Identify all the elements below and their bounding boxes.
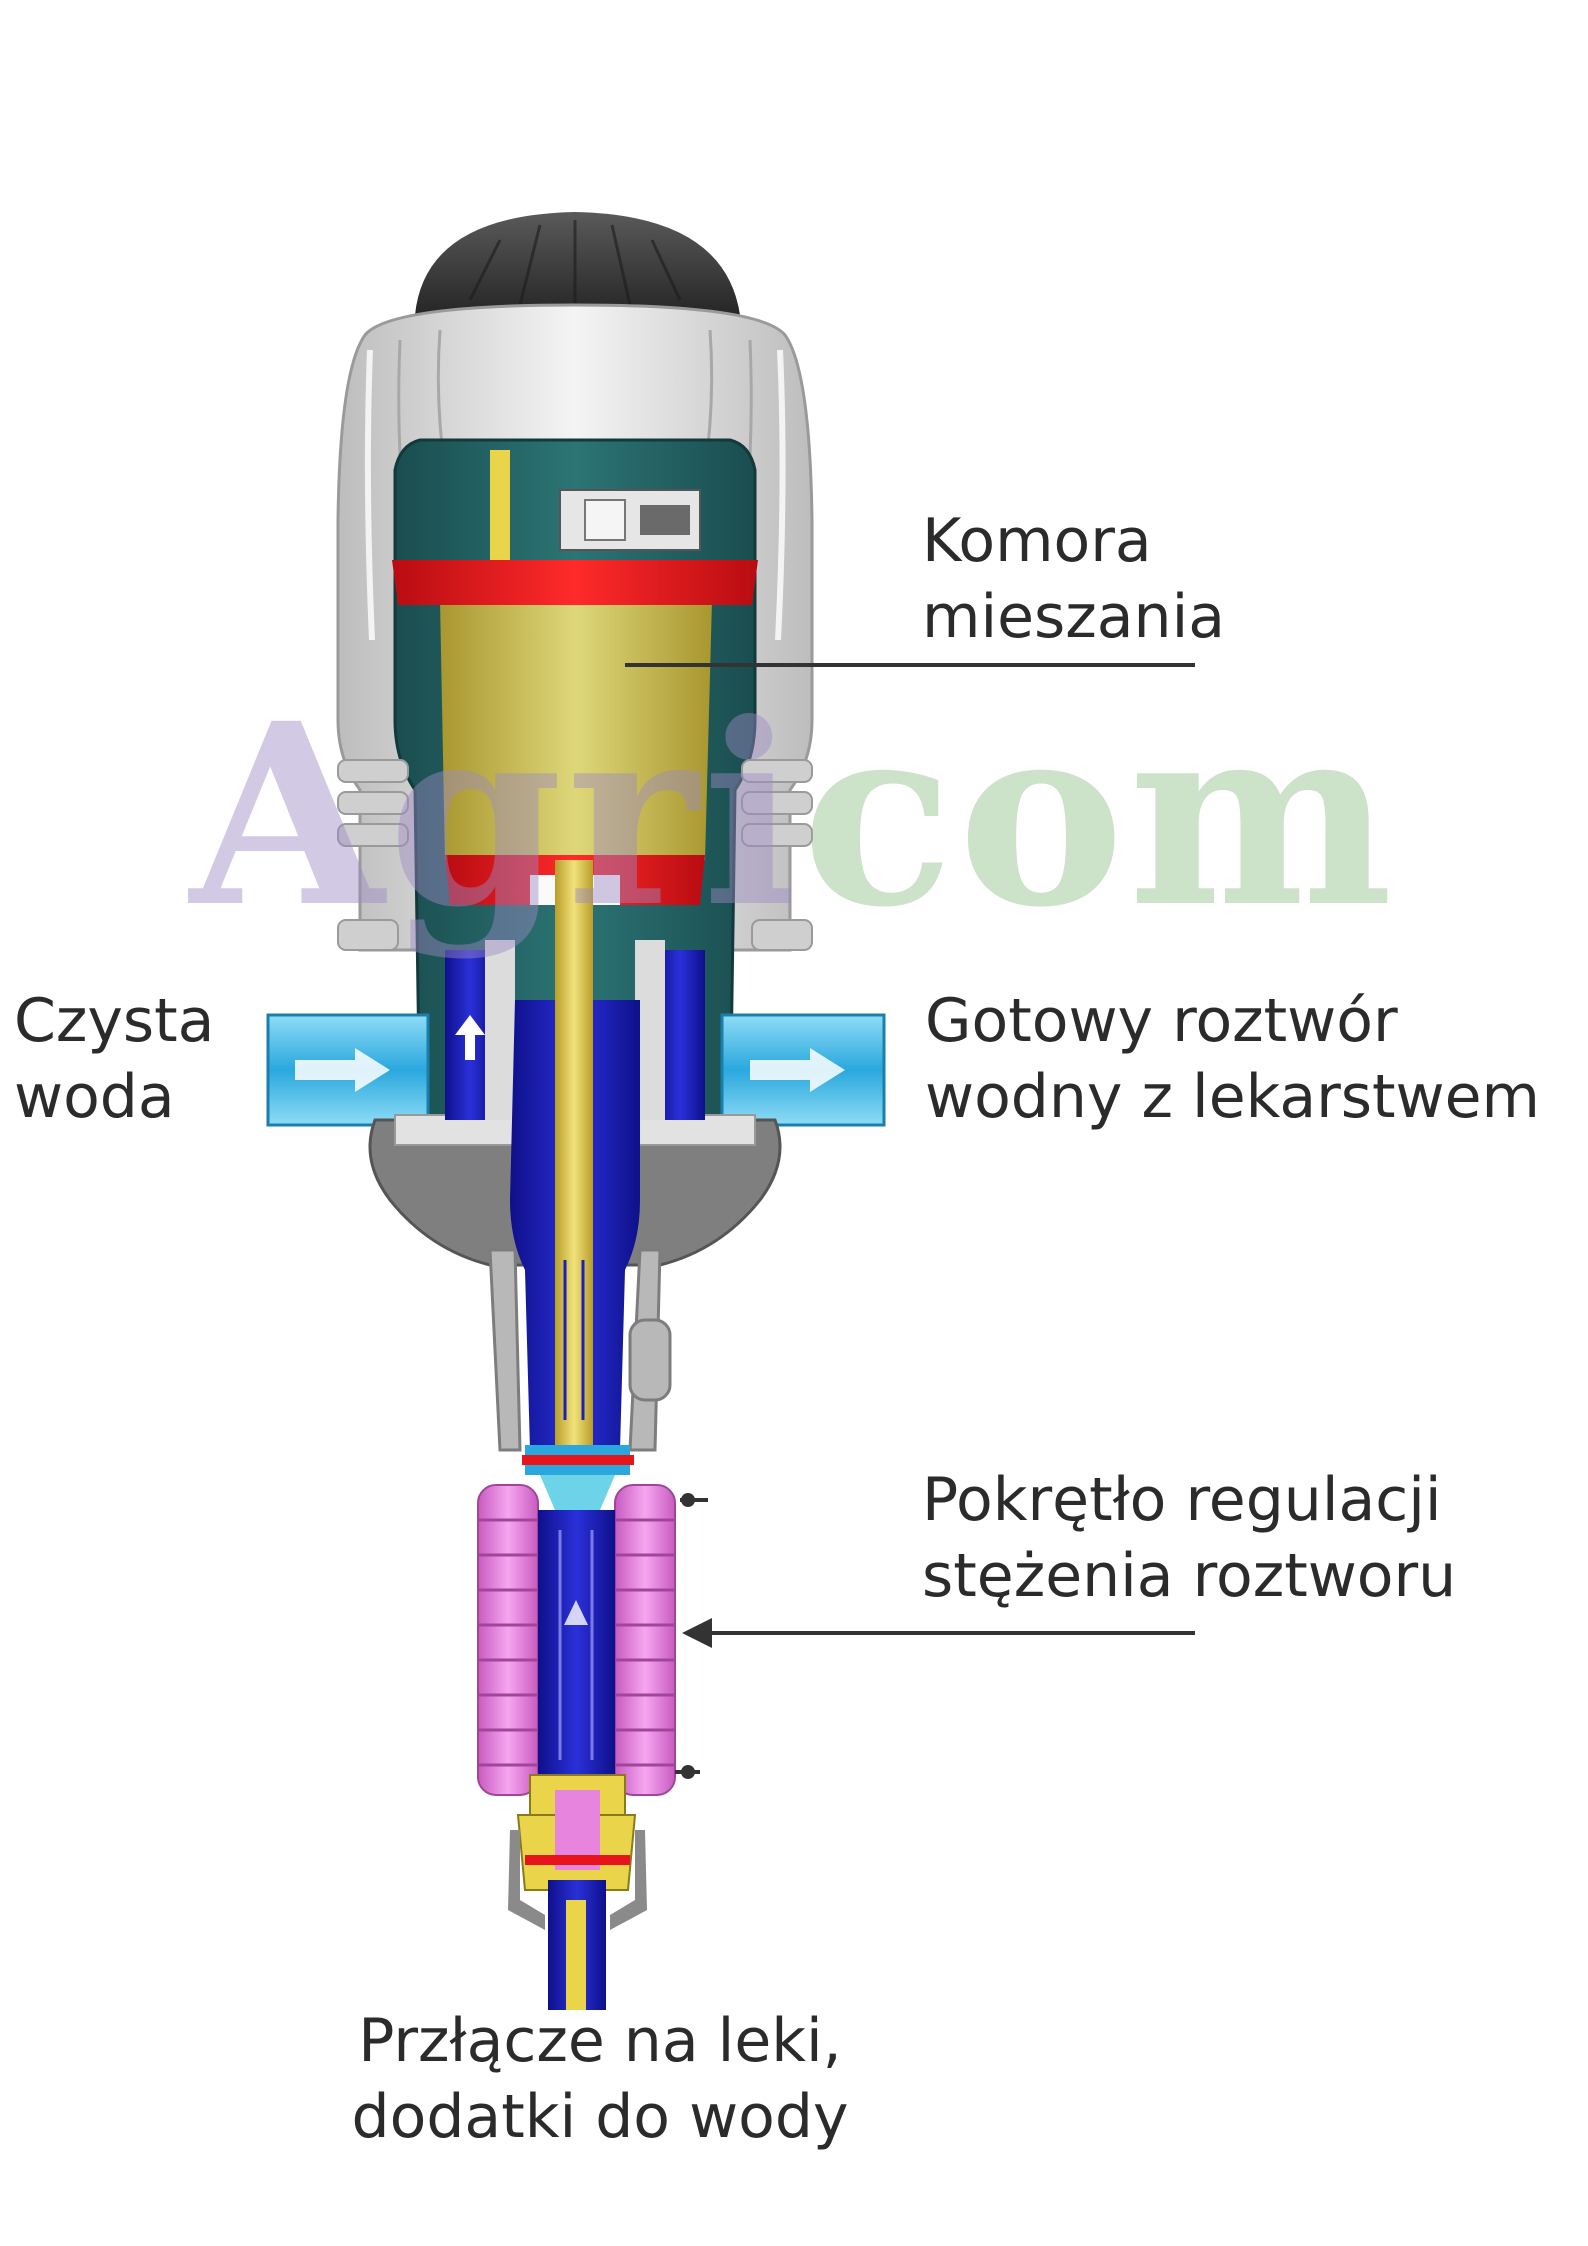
label-dosage-knob: Pokrętło regulacji stężenia roztworu bbox=[922, 1462, 1456, 1614]
dosage-adjustment-knob bbox=[477, 1484, 708, 1796]
watermark: Agricom bbox=[190, 690, 1397, 940]
top-cap bbox=[415, 212, 740, 315]
label-line: dodatki do wody bbox=[351, 2082, 849, 2152]
check-valve bbox=[522, 1445, 634, 1510]
central-shaft bbox=[510, 860, 640, 1460]
label-line: Gotowy roztwór bbox=[925, 986, 1398, 1056]
inlet-pipe bbox=[266, 1013, 430, 1127]
label-medicine-connector: Przłącze na leki, dodatki do wody bbox=[300, 2003, 900, 2155]
label-line: mieszania bbox=[922, 582, 1226, 652]
label-line: wodny z lekarstwem bbox=[925, 1062, 1540, 1132]
label-clean-water: Czysta woda bbox=[14, 983, 214, 1135]
medicine-connector bbox=[508, 1774, 647, 2010]
arrow-head-icon bbox=[682, 1618, 712, 1648]
outlet-pipe bbox=[720, 1013, 886, 1127]
label-line: Komora bbox=[922, 506, 1152, 576]
label-ready-solution: Gotowy roztwór wodny z lekarstwem bbox=[925, 983, 1540, 1135]
leader-lines bbox=[625, 663, 1195, 1635]
label-line: woda bbox=[14, 1062, 175, 1132]
stem-shell bbox=[488, 1248, 672, 1452]
label-line: Czysta bbox=[14, 986, 215, 1056]
label-line: stężenia roztworu bbox=[922, 1541, 1457, 1611]
label-line: Pokrętło regulacji bbox=[922, 1465, 1442, 1535]
housing-fins bbox=[337, 759, 813, 951]
upper-red-ring bbox=[392, 560, 758, 605]
watermark-part2: com bbox=[801, 668, 1397, 962]
flow-channels bbox=[445, 940, 705, 1120]
label-line: Przłącze na leki, bbox=[358, 2006, 842, 2076]
watermark-part1: Agri bbox=[190, 668, 802, 962]
label-mixing-chamber: Komora mieszania bbox=[922, 503, 1225, 655]
